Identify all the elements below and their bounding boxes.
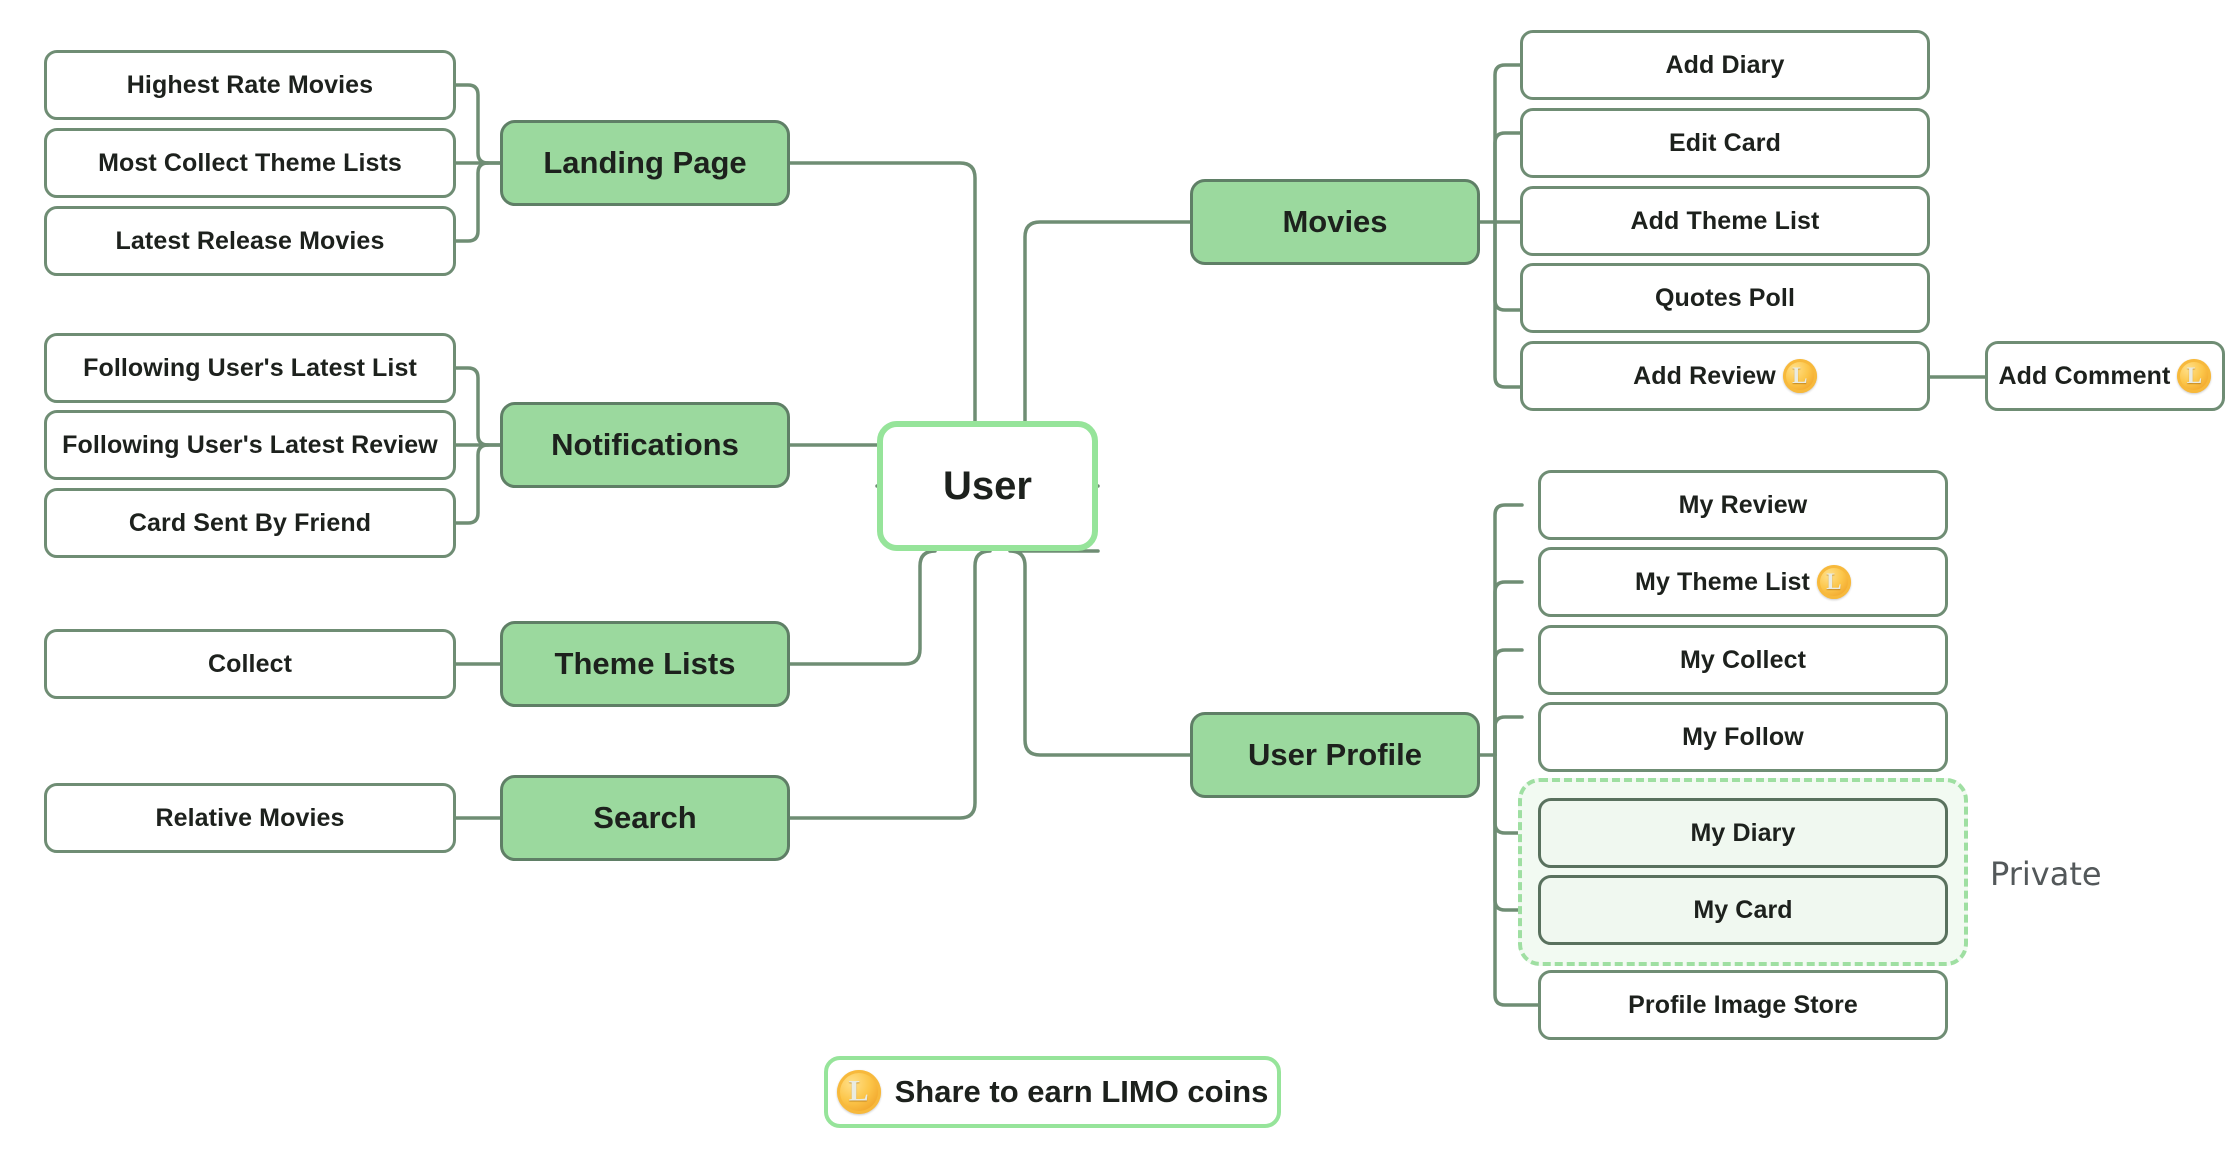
leaf-label: My Card bbox=[1693, 895, 1793, 924]
leaf-collect[interactable]: Collect bbox=[44, 629, 456, 699]
leaf-label: Most Collect Theme Lists bbox=[98, 148, 402, 177]
leaf-label: Following User's Latest Review bbox=[62, 430, 438, 459]
branch-theme-lists[interactable]: Theme Lists bbox=[500, 621, 790, 707]
leaf-label: My Follow bbox=[1682, 722, 1804, 751]
leaf-following-users-latest-review[interactable]: Following User's Latest Review bbox=[44, 410, 456, 480]
leaf-label: Add Comment bbox=[1998, 361, 2171, 390]
leaf-highest-rate-movies[interactable]: Highest Rate Movies bbox=[44, 50, 456, 120]
private-zone-label: Private bbox=[1990, 855, 2102, 893]
leaf-label: Collect bbox=[207, 649, 293, 678]
leaf-label: Card Sent By Friend bbox=[128, 508, 372, 537]
leaf-label: My Review bbox=[1678, 490, 1808, 519]
leaf-latest-release-movies[interactable]: Latest Release Movies bbox=[44, 206, 456, 276]
root-node-user[interactable]: User bbox=[877, 421, 1098, 551]
leaf-label: Edit Card bbox=[1668, 128, 1782, 157]
leaf-label: Relative Movies bbox=[155, 803, 345, 832]
leaf-label: My Theme List bbox=[1635, 567, 1810, 596]
leaf-label: My Collect bbox=[1679, 645, 1807, 674]
leaf-label: My Diary bbox=[1690, 818, 1796, 847]
branch-label: Theme Lists bbox=[554, 646, 736, 681]
leaf-add-theme-list[interactable]: Add Theme List bbox=[1520, 186, 1930, 256]
limo-coin-icon bbox=[2177, 359, 2212, 393]
leaf-relative-movies[interactable]: Relative Movies bbox=[44, 783, 456, 853]
branch-search[interactable]: Search bbox=[500, 775, 790, 861]
legend-share-to-earn[interactable]: Share to earn LIMO coins bbox=[824, 1056, 1281, 1128]
legend-label: Share to earn LIMO coins bbox=[894, 1074, 1269, 1109]
limo-coin-icon bbox=[1782, 359, 1817, 393]
leaf-label: Quotes Poll bbox=[1654, 283, 1795, 312]
leaf-my-follow[interactable]: My Follow bbox=[1538, 702, 1948, 772]
limo-coin-icon bbox=[1816, 565, 1851, 599]
leaf-label-with-coin: My Theme List bbox=[1625, 565, 1861, 599]
leaf-label: Latest Release Movies bbox=[115, 226, 385, 255]
leaf-following-users-latest-list[interactable]: Following User's Latest List bbox=[44, 333, 456, 403]
leaf-my-diary[interactable]: My Diary bbox=[1538, 798, 1948, 868]
leaf-label: Following User's Latest List bbox=[83, 353, 417, 382]
branch-label: Landing Page bbox=[543, 145, 747, 180]
leaf-my-theme-list[interactable]: My Theme List bbox=[1538, 547, 1948, 617]
limo-coin-icon bbox=[836, 1070, 881, 1114]
leaf-my-collect[interactable]: My Collect bbox=[1538, 625, 1948, 695]
leaf-add-review[interactable]: Add Review bbox=[1520, 341, 1930, 411]
branch-label: Movies bbox=[1282, 204, 1388, 239]
leaf-label: Add Review bbox=[1633, 361, 1776, 390]
branch-landing-page[interactable]: Landing Page bbox=[500, 120, 790, 206]
leaf-quotes-poll[interactable]: Quotes Poll bbox=[1520, 263, 1930, 333]
leaf-label: Add Theme List bbox=[1630, 206, 1820, 235]
leaf-card-sent-by-friend[interactable]: Card Sent By Friend bbox=[44, 488, 456, 558]
branch-label: User Profile bbox=[1247, 737, 1422, 772]
branch-label: Notifications bbox=[551, 427, 739, 462]
branch-label: Search bbox=[593, 800, 697, 835]
leaf-add-comment[interactable]: Add Comment bbox=[1985, 341, 2225, 411]
leaf-label: Profile Image Store bbox=[1628, 990, 1858, 1019]
leaf-my-review[interactable]: My Review bbox=[1538, 470, 1948, 540]
branch-movies[interactable]: Movies bbox=[1190, 179, 1480, 265]
leaf-my-card[interactable]: My Card bbox=[1538, 875, 1948, 945]
leaf-profile-image-store[interactable]: Profile Image Store bbox=[1538, 970, 1948, 1040]
leaf-label-with-coin: Add Review bbox=[1623, 359, 1827, 393]
leaf-label-with-coin: Add Comment bbox=[1989, 359, 2222, 393]
branch-user-profile[interactable]: User Profile bbox=[1190, 712, 1480, 798]
branch-notifications[interactable]: Notifications bbox=[500, 402, 790, 488]
leaf-add-diary[interactable]: Add Diary bbox=[1520, 30, 1930, 100]
leaf-label: Highest Rate Movies bbox=[126, 70, 374, 99]
leaf-label: Add Diary bbox=[1665, 50, 1785, 79]
leaf-most-collect-theme-lists[interactable]: Most Collect Theme Lists bbox=[44, 128, 456, 198]
root-label: User bbox=[943, 463, 1032, 508]
leaf-edit-card[interactable]: Edit Card bbox=[1520, 108, 1930, 178]
